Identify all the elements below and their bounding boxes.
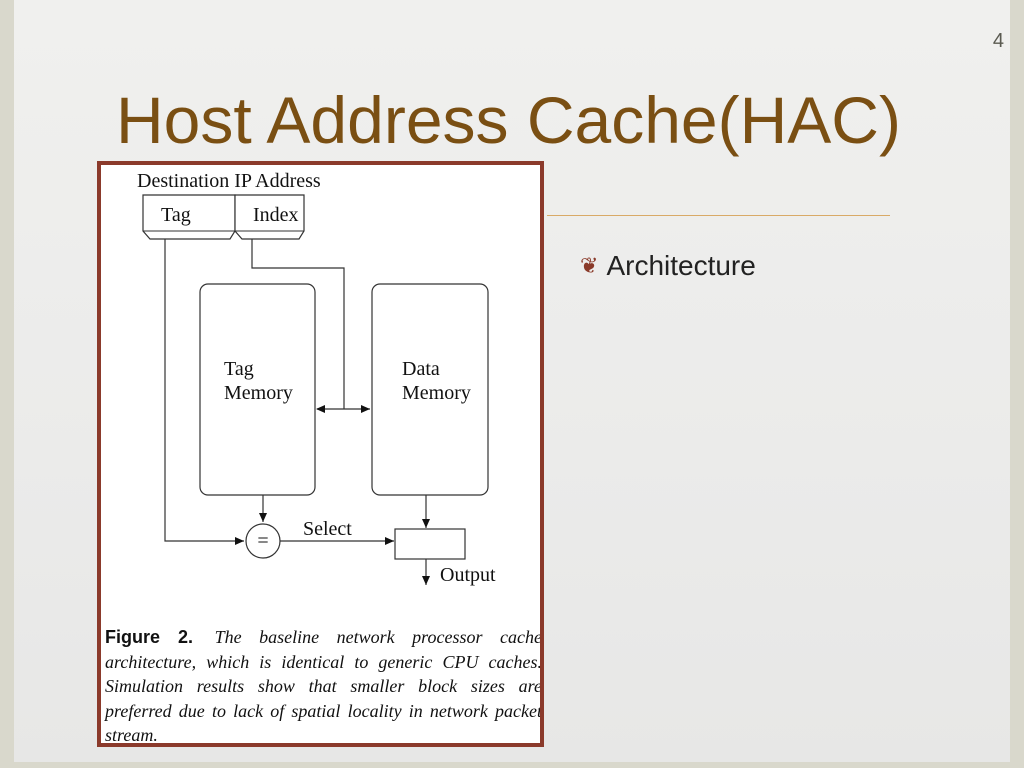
data-memory-block bbox=[371, 283, 489, 496]
select-mux-box bbox=[394, 528, 466, 560]
output-label: Output bbox=[440, 564, 496, 586]
slide: 4 Host Address Cache(HAC) ❦ Architecture… bbox=[14, 0, 1010, 762]
bullet-item: ❦ Architecture bbox=[580, 250, 756, 282]
index-to-memory-line bbox=[251, 239, 345, 409]
tag-field-label: Tag bbox=[161, 204, 191, 226]
curly-bullet-icon: ❦ bbox=[580, 253, 599, 279]
caption-label: Figure 2. bbox=[105, 627, 194, 647]
index-field: Index bbox=[234, 194, 305, 240]
figure-panel: Destination IP Address Tag Index Tag Mem… bbox=[97, 161, 544, 747]
data-memory-label-line1: Data bbox=[402, 358, 440, 380]
bullet-text: Architecture bbox=[606, 250, 756, 281]
data-memory-label-line2: Memory bbox=[402, 382, 471, 404]
tag-memory-label-line2: Memory bbox=[224, 382, 293, 404]
tag-memory-block bbox=[199, 283, 316, 496]
destination-ip-label: Destination IP Address bbox=[137, 170, 321, 192]
select-label: Select bbox=[303, 518, 352, 540]
cache-architecture-diagram: Destination IP Address Tag Index Tag Mem… bbox=[137, 170, 496, 586]
slide-title: Host Address Cache(HAC) bbox=[116, 83, 901, 157]
figure-caption: Figure 2. The baseline network processor… bbox=[105, 625, 543, 745]
page-number: 4 bbox=[992, 30, 1004, 52]
tag-to-comparator-arrow bbox=[164, 239, 244, 545]
title-underline bbox=[547, 215, 890, 216]
tag-memory-label-line1: Tag bbox=[224, 358, 254, 380]
tag-field: Tag bbox=[142, 194, 236, 240]
caption-text: The baseline network processor cache arc… bbox=[105, 627, 543, 745]
index-field-label: Index bbox=[253, 204, 299, 226]
comparator-symbol: = bbox=[257, 530, 268, 552]
